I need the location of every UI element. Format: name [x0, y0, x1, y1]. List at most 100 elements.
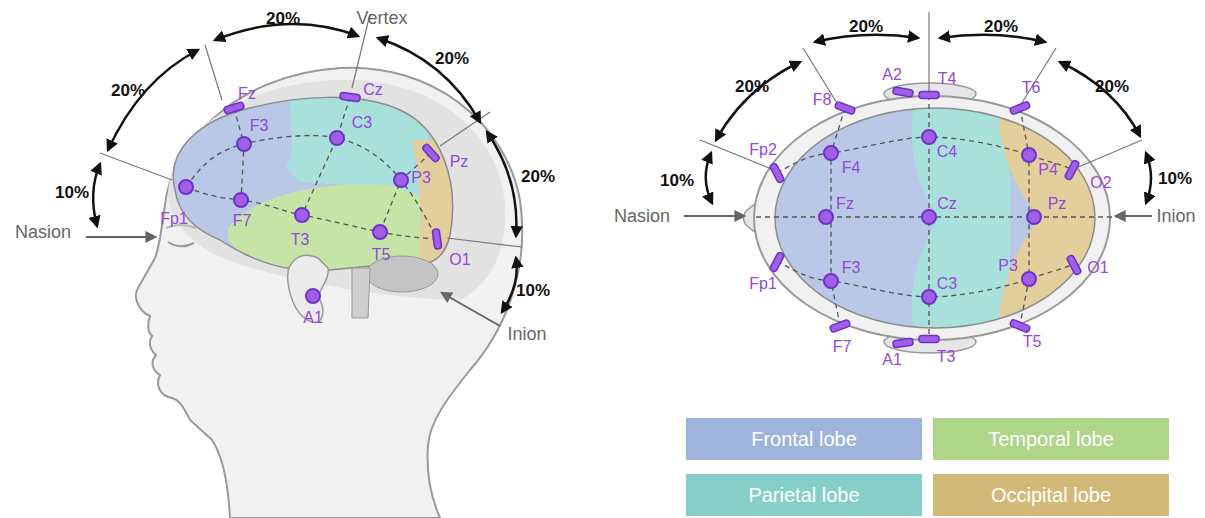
measure-arcs-top	[706, 35, 1151, 203]
electrode-label: F8	[813, 92, 832, 108]
brain-outline	[173, 97, 452, 271]
electrode-label: A1	[882, 352, 902, 368]
electrode-label: C3	[352, 115, 372, 131]
electrode-pad	[1066, 255, 1082, 276]
electrode-label: O1	[449, 252, 470, 268]
head-top	[744, 83, 1111, 353]
measure-label: 20%	[111, 82, 145, 99]
electrode-dot	[237, 137, 251, 151]
inion-arrow	[442, 293, 500, 326]
legend-swatch: Temporal lobe	[933, 418, 1169, 460]
electrode-pad	[432, 229, 442, 250]
legend-text: Occipital lobe	[991, 484, 1111, 507]
electrode-label: Pz	[450, 154, 469, 170]
electrode-label: C3	[937, 276, 957, 292]
measure-label: 20%	[435, 50, 469, 67]
electrode-label: T5	[1023, 334, 1042, 350]
measure-label: 10%	[1158, 170, 1192, 187]
electrode-label: Fz	[238, 86, 256, 102]
closed-eye	[168, 242, 194, 246]
electrode-dot	[922, 130, 936, 144]
electrode-dot	[295, 208, 309, 222]
frontal-lobe	[160, 80, 480, 290]
electrode-label: P3	[998, 258, 1018, 274]
measure-label: 20%	[735, 78, 769, 95]
electrode-dot	[824, 274, 838, 288]
electrode-label: A1	[303, 310, 323, 326]
electrode-lines-top	[756, 95, 1122, 338]
brain-top	[770, 100, 1110, 340]
legend-text: Temporal lobe	[988, 428, 1114, 451]
electrode-dot	[1027, 210, 1041, 224]
landmark-label: Nasion	[15, 223, 71, 241]
electrode-label: T6	[1022, 80, 1041, 96]
electrode-pad	[1009, 101, 1030, 115]
nasion-arrow	[86, 236, 155, 238]
measure-ticks-top	[700, 12, 1142, 170]
electrode-dot	[373, 225, 387, 239]
measure-label: 20%	[266, 10, 300, 27]
electrode-label: T5	[372, 247, 391, 263]
measure-label: 10%	[55, 184, 89, 201]
electrode-dot	[179, 180, 193, 194]
electrode-label: F3	[250, 118, 269, 134]
electrode-label: Fp2	[749, 142, 777, 158]
measure-arcs	[93, 24, 517, 312]
electrode-dot	[330, 131, 344, 145]
electrode-pad	[893, 338, 914, 348]
legend-text: Parietal lobe	[748, 484, 859, 507]
electrode-pad	[340, 92, 361, 102]
electrode-pad	[919, 336, 939, 343]
electrode-dot	[824, 146, 838, 160]
electrode-lines	[186, 97, 437, 239]
landmark-label: Inion	[1156, 207, 1195, 225]
parietal-lobe-top	[912, 100, 1010, 340]
legend-text: Frontal lobe	[751, 428, 857, 451]
electrode-dot	[819, 210, 833, 224]
measure-label: 20%	[521, 168, 555, 185]
electrode-pad	[769, 252, 785, 273]
electrode-label: P3	[411, 170, 431, 186]
electrode-label: Cz	[937, 196, 957, 212]
brain-outline-top	[775, 108, 1095, 328]
head-outline	[136, 68, 522, 518]
electrode-dot	[922, 210, 936, 224]
legend-swatch: Frontal lobe	[686, 418, 922, 460]
electrode-pad	[893, 87, 914, 97]
brainstem	[352, 268, 370, 318]
electrode-label: T4	[938, 71, 957, 87]
electrode-dot	[234, 193, 248, 207]
measure-label: 10%	[660, 172, 694, 189]
electrode-label: P4	[1038, 162, 1058, 178]
electrode-label: Fz	[836, 196, 854, 212]
measure-label: 20%	[1095, 78, 1129, 95]
electrode-pad	[422, 143, 441, 163]
head-profile	[136, 68, 522, 518]
electrode-dot	[394, 173, 408, 187]
electrode-label: F7	[233, 213, 252, 229]
electrode-pad	[1064, 160, 1080, 181]
electrode-label: C4	[937, 144, 957, 160]
electrode-dot	[306, 289, 320, 303]
brain-side	[160, 80, 480, 290]
landmark-label: Nasion	[614, 207, 670, 225]
electrode-dot	[1022, 272, 1036, 286]
electrode-label: F3	[842, 260, 861, 276]
electrode-label: F7	[833, 339, 852, 355]
electrode-pad	[223, 102, 244, 115]
occipital-lobe-top	[999, 100, 1110, 340]
landmark-label: Inion	[507, 325, 546, 343]
electrode-dot	[1022, 148, 1036, 162]
electrode-label: Fp1	[160, 211, 188, 227]
electrode-label: T3	[291, 232, 310, 248]
electrode-pad	[769, 163, 785, 184]
measure-label: 20%	[984, 18, 1018, 35]
electrode-label: O2	[1090, 175, 1111, 191]
electrode-label: Pz	[1048, 196, 1067, 212]
electrode-label: Cz	[363, 82, 383, 98]
frontal-lobe-top	[770, 100, 1110, 340]
measure-label: 20%	[849, 18, 883, 35]
electrode-pad	[834, 101, 855, 114]
inion-arrow-top	[1116, 215, 1152, 217]
electrode-label: Fp1	[749, 276, 777, 292]
